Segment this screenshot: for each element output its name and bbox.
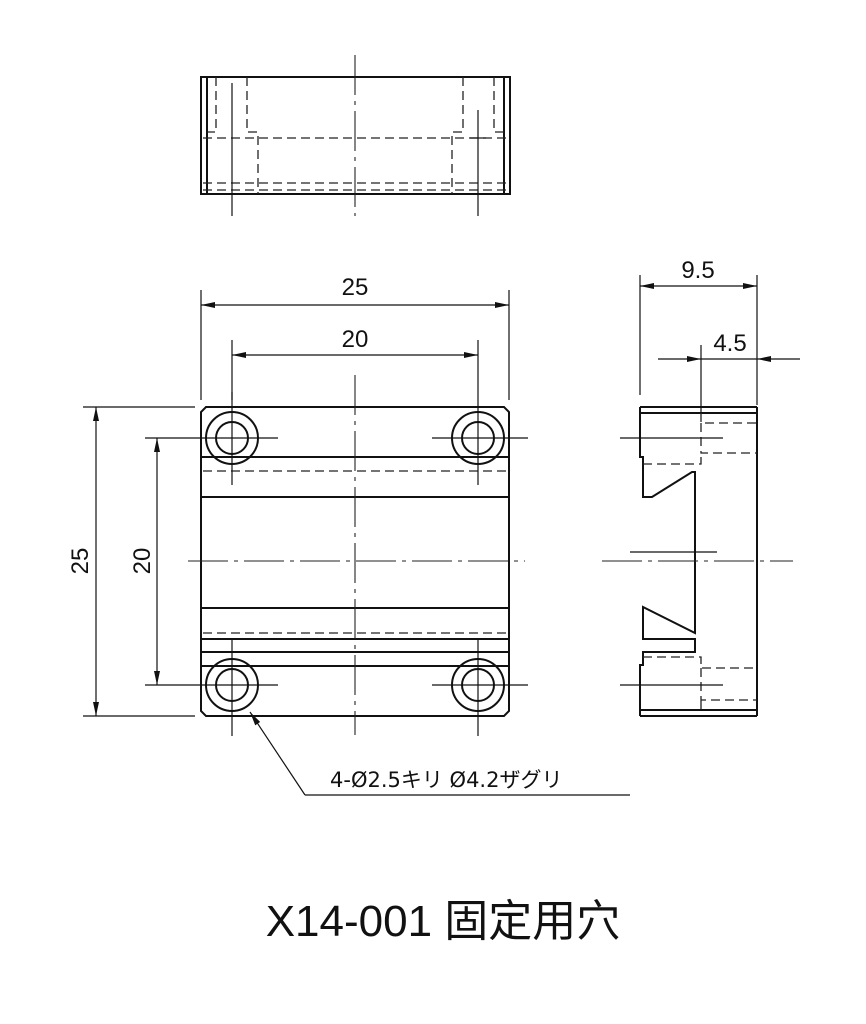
dim-depth-9-5: 9.5 — [681, 257, 714, 284]
hole-callout: 4-Ø2.5キリ Ø4.2ザグリ — [249, 711, 630, 796]
drawing-title: X14-001 固定用穴 — [266, 897, 621, 946]
dim-width-20: 20 — [342, 326, 369, 353]
dim-height-25: 25 — [67, 548, 94, 575]
front-view — [145, 340, 528, 736]
side-view — [602, 406, 793, 717]
dim-width-25: 25 — [342, 274, 369, 301]
hole-note: 4-Ø2.5キリ Ø4.2ザグリ — [330, 768, 562, 792]
dim-height-20: 20 — [129, 548, 156, 575]
top-view — [200, 55, 511, 216]
dim-step-4-5: 4.5 — [713, 330, 746, 357]
dimensions: 25 20 25 20 9.5 4.5 — [67, 257, 800, 717]
